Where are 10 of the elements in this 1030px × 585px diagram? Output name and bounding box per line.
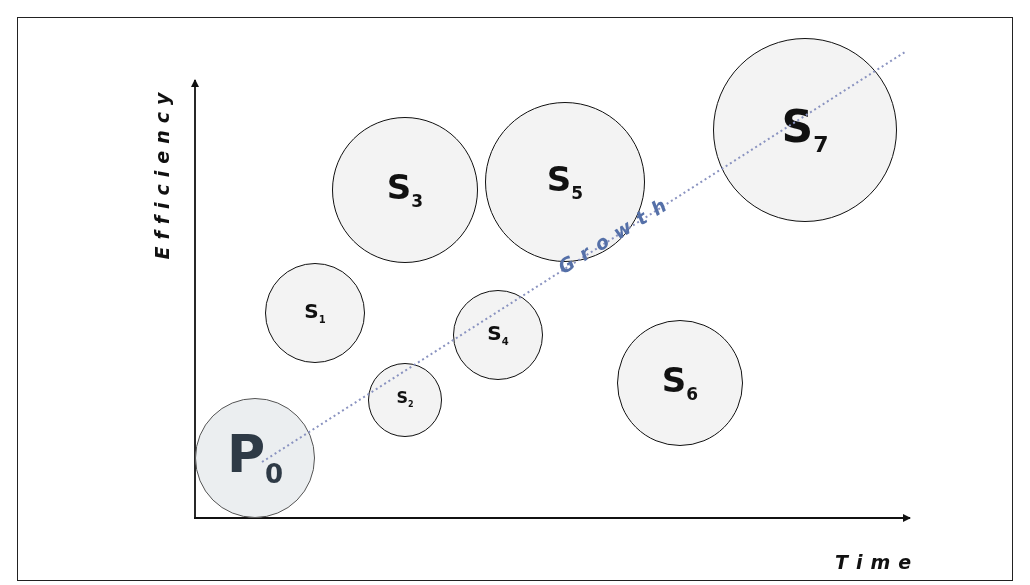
node-label: S$_{2}$: [396, 390, 414, 410]
node-label: S$_{1}$: [304, 301, 326, 325]
node-label: S$_{3}$: [386, 170, 424, 210]
axis-title: Time: [835, 553, 920, 572]
node-label: S$_{4}$: [487, 323, 509, 347]
axis-title: Efficiency: [152, 89, 172, 260]
node-label: S$_{5}$: [546, 162, 584, 202]
node-label: P$_{0}$: [226, 428, 284, 488]
node-label: S$_{6}$: [661, 363, 699, 403]
node-label: S$_{7}$: [781, 104, 829, 156]
